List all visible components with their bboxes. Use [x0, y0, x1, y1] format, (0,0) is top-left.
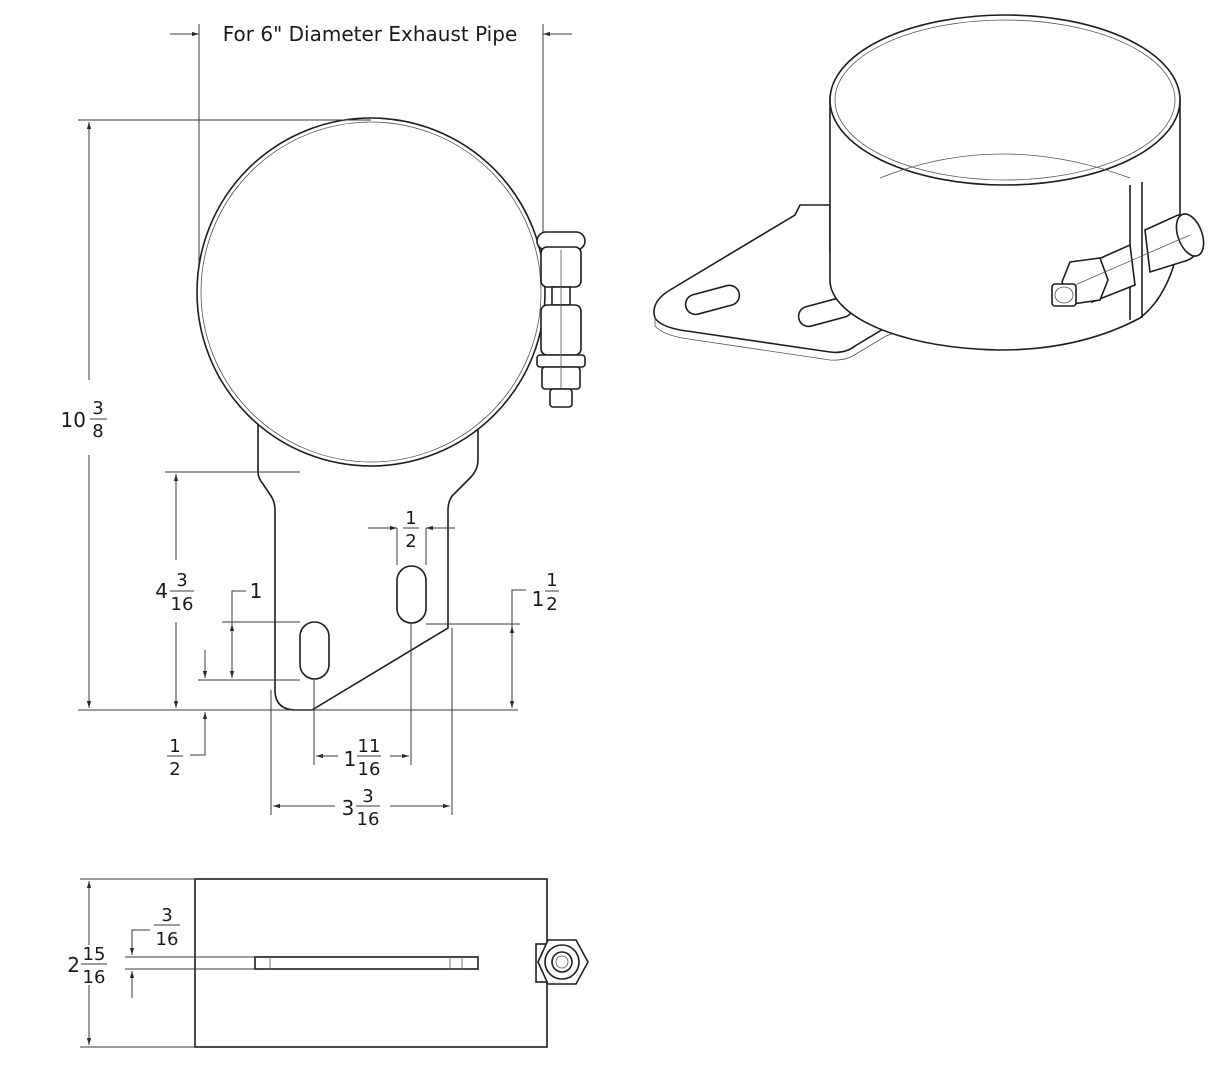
iso-band-top [829, 14, 1181, 186]
svg-text:1: 1 [405, 508, 416, 529]
svg-text:3: 3 [176, 570, 187, 591]
svg-text:3: 3 [161, 905, 172, 926]
plate-edge [254, 956, 479, 970]
pipe-band [196, 117, 546, 467]
svg-text:2: 2 [405, 531, 416, 552]
svg-text:1: 1 [344, 747, 357, 771]
label-bottom-offset: 1 2 [167, 736, 183, 780]
svg-text:16: 16 [357, 809, 380, 830]
slot-left [299, 621, 330, 680]
iso-clamp-bolt [1051, 213, 1205, 307]
svg-text:16: 16 [156, 929, 179, 950]
svg-text:3: 3 [92, 398, 103, 419]
bottom-view [194, 878, 589, 1048]
svg-text:2: 2 [546, 594, 557, 615]
slot-right [396, 565, 427, 624]
svg-text:2: 2 [169, 759, 180, 780]
svg-text:16: 16 [358, 759, 381, 780]
diameter-callout-text: For 6" Diameter Exhaust Pipe [223, 22, 518, 46]
svg-text:3: 3 [362, 786, 373, 807]
svg-text:16: 16 [171, 594, 194, 615]
svg-text:1: 1 [169, 736, 180, 757]
front-dimensions [78, 119, 526, 815]
svg-text:8: 8 [92, 421, 103, 442]
diameter-callout: For 6" Diameter Exhaust Pipe [170, 22, 572, 300]
svg-text:1: 1 [532, 587, 545, 611]
svg-text:4: 4 [155, 579, 168, 603]
nut-end [535, 939, 589, 985]
svg-text:3: 3 [342, 796, 355, 820]
label-slot-spacing: 1 11 16 [344, 736, 381, 780]
label-bracket-height: 4 3 16 [155, 570, 194, 615]
svg-text:2: 2 [67, 953, 80, 977]
label-overall-height: 10 3 8 [61, 398, 107, 442]
label-slot-width: 1 2 [403, 508, 419, 552]
bottom-dimensions [80, 878, 255, 1048]
svg-text:15: 15 [83, 944, 106, 965]
clamp-bolt [536, 231, 586, 408]
svg-text:1: 1 [250, 579, 263, 603]
svg-text:11: 11 [358, 736, 381, 757]
svg-text:10: 10 [61, 408, 86, 432]
svg-text:1: 1 [546, 570, 557, 591]
label-band-width: 2 15 16 [67, 944, 107, 988]
label-right-slot-offset: 1 1 2 [532, 570, 559, 615]
label-plate-thickness: 3 16 [154, 905, 180, 950]
svg-text:16: 16 [83, 967, 106, 988]
isometric-view [653, 14, 1205, 361]
label-slot-length: 1 [250, 579, 263, 603]
label-bracket-width: 3 3 16 [342, 786, 380, 830]
front-view [196, 117, 586, 711]
bracket-plate [257, 424, 479, 711]
